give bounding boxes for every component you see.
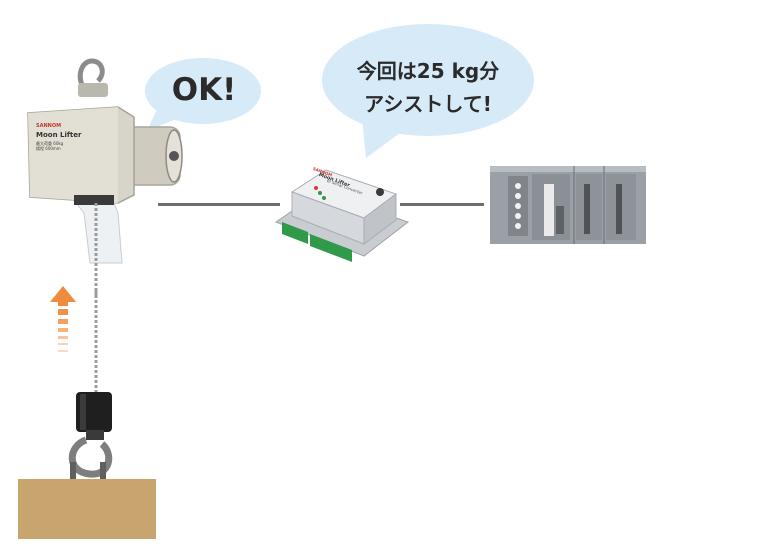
hoist-illustration [27, 58, 183, 295]
hoist-reply-text: OK! [171, 72, 237, 108]
connection-line-hoist-converter [158, 203, 280, 206]
hoist-spec-line2: 揚程 600mm [36, 146, 61, 151]
converter-speech-bubble [322, 24, 534, 158]
hoist-device: SANNOM Moon Lifter 最大荷重 60kg 揚程 600mm [18, 55, 188, 295]
request-text-line2: アシストして! [364, 92, 492, 116]
hoist-brand-label: SANNOM [36, 123, 62, 129]
up-arrow-icon [50, 286, 76, 352]
connection-line-converter-plc [400, 203, 484, 206]
chain-and-hook [68, 290, 113, 480]
load-box [18, 479, 156, 539]
hoist-speech-bubble [145, 58, 261, 131]
hoist-model-label: Moon Lifter [36, 131, 82, 139]
serial-converter-device [274, 169, 410, 262]
request-text-line1: 今回は25 kg分 [356, 59, 500, 83]
hoist-spec-line1: 最大荷重 60kg [36, 141, 64, 146]
plc-controller [490, 166, 646, 244]
